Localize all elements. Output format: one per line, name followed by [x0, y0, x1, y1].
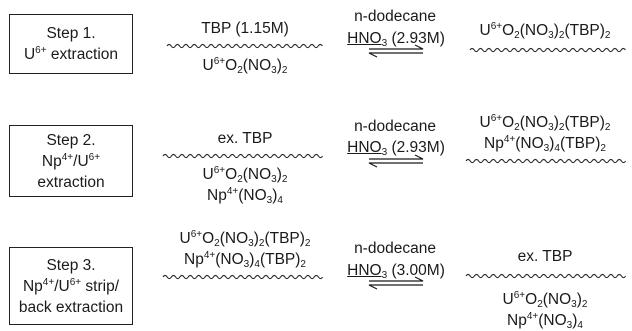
step-2-right-above-1: U6+O2(NO3)2(TBP)2 — [479, 113, 611, 133]
step-3-box: Step 3. Np4+/U6+ strip/ back extraction — [9, 247, 133, 325]
step-3-left-above-2: Np4+(NO3)4(TBP)2 — [184, 250, 306, 270]
step-1-title: Step 1. — [46, 25, 96, 42]
step-2-solvent: n-dodecane — [354, 118, 436, 135]
step-1-right-above-1: U6+O2(NO3)2(TBP)2 — [479, 21, 611, 41]
step-1-subtitle: U6+ extraction — [23, 45, 119, 64]
step-2-box: Step 2. Np4+/U6+ extraction — [9, 125, 133, 197]
step-1-left-above-1: TBP (1.15M) — [201, 20, 289, 37]
step-2-subtitle-2: extraction — [37, 173, 105, 191]
step-3-right-below-1: U6+O2(NO3)2 — [502, 290, 588, 310]
step-2-subtitle: Np4+/U6+ — [41, 151, 101, 170]
step-2-left-below-1: U6+O2(NO3)2 — [202, 165, 288, 185]
step-3-right-below-2: Np4+(NO3)4 — [507, 311, 583, 331]
step-1-box: Step 1. U6+ extraction — [9, 14, 133, 74]
step-2-acid: HNO3 (2.93M) — [347, 139, 445, 158]
step-3-title: Step 3. — [46, 256, 96, 274]
step-1-acid: HNO3 (2.93M) — [347, 30, 445, 49]
step-3-right-above-1: ex. TBP — [517, 248, 573, 265]
step-2-left-below-2: Np4+(NO3)4 — [207, 186, 283, 206]
step-3-subtitle: Np4+/U6+ strip/ — [22, 276, 120, 295]
step-2-title: Step 2. — [46, 131, 96, 149]
step-1-solvent: n-dodecane — [354, 8, 436, 25]
step-3-acid: HNO3 (3.00M) — [347, 262, 445, 281]
step-3-subtitle-2: back extraction — [18, 298, 124, 316]
step-2-left-above-1: ex. TBP — [217, 130, 273, 147]
step-3-left-above-1: U6+O2(NO3)2(TBP)2 — [179, 229, 311, 249]
step-1-left-below-1: U6+O2(NO3)2 — [202, 56, 288, 76]
step-3-solvent: n-dodecane — [354, 240, 436, 257]
step-2-right-above-2: Np4+(NO3)4(TBP)2 — [484, 134, 606, 154]
